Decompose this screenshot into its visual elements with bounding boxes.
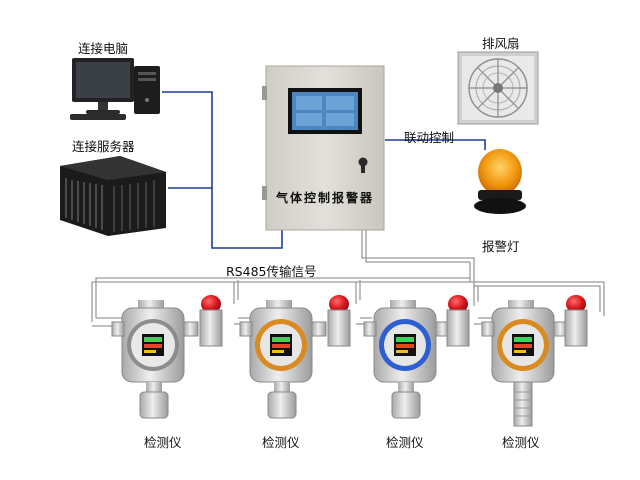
rs485-label: RS485传输信号 bbox=[226, 264, 317, 279]
detector-3-icon bbox=[363, 295, 470, 419]
detector-4-icon bbox=[481, 295, 588, 427]
alarm-light-icon bbox=[474, 149, 526, 214]
linkage-label: 联动控制 bbox=[404, 130, 455, 145]
wire-computer bbox=[162, 91, 486, 249]
fan-label: 排风扇 bbox=[482, 36, 520, 51]
computer-label: 连接电脑 bbox=[78, 41, 129, 56]
detector-4-label: 检测仪 bbox=[502, 435, 540, 450]
controller-cabinet bbox=[262, 65, 385, 231]
alarm-light-label: 报警灯 bbox=[482, 239, 520, 254]
detector-3-label: 检测仪 bbox=[386, 435, 424, 450]
computer-icon bbox=[70, 58, 160, 120]
detector-2-label: 检测仪 bbox=[262, 435, 300, 450]
detector-2-icon bbox=[239, 295, 351, 419]
controller-label: 气体控制报警器 bbox=[276, 191, 375, 205]
server-icon bbox=[60, 156, 166, 236]
detector-1-label: 检测仪 bbox=[144, 435, 182, 450]
detector-1-icon bbox=[111, 295, 223, 419]
exhaust-fan-icon bbox=[457, 51, 539, 125]
server-label: 连接服务器 bbox=[72, 139, 135, 154]
